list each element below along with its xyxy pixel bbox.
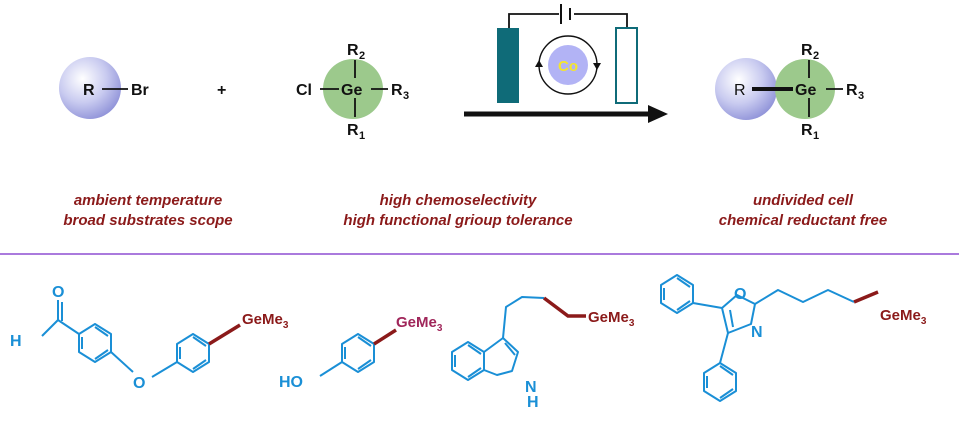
product-r2-subscript: 2 <box>813 50 819 62</box>
aldehyde-oxygen: O <box>52 284 64 301</box>
example-product-3: N H GeMe3 <box>451 296 635 411</box>
note-middle-line2: high functional grioup tolerance <box>343 212 572 229</box>
anode-electrode <box>615 27 638 104</box>
cathode-electrode <box>497 28 519 103</box>
oxazole-oxygen: O <box>734 286 746 303</box>
indole-nitrogen: N <box>525 379 537 396</box>
note-left-line2: broad substrates scope <box>63 212 232 229</box>
product-r1-subscript: 1 <box>813 130 819 142</box>
product-substrate-sphere <box>715 58 777 120</box>
reactant-aryl-bromide: R Br <box>59 57 149 119</box>
reactant-chlorogermane: Cl Ge R 2 R 3 R 1 <box>296 42 409 142</box>
gemes-label-4: GeMe3 <box>880 307 927 327</box>
example-product-1: O H O GeMe3 <box>10 284 289 392</box>
gemes-label-1: GeMe3 <box>242 311 289 331</box>
gemes-label-2: GeMe3 <box>396 314 443 334</box>
r2-subscript: 2 <box>359 50 365 62</box>
cycle-arrowhead-left <box>535 60 543 67</box>
plus-sign: + <box>217 82 226 99</box>
r1-label: R <box>347 122 359 139</box>
br-label: Br <box>131 82 149 99</box>
r1-subscript: 1 <box>359 130 365 142</box>
cycle-arrowhead-right <box>593 63 601 70</box>
cobalt-label: Co <box>558 58 578 75</box>
reaction-arrowhead <box>648 105 668 123</box>
electrochemical-cell: Co <box>497 4 638 104</box>
r-label: R <box>83 82 95 99</box>
product-r1-label: R <box>801 122 813 139</box>
ge-label: Ge <box>341 82 362 99</box>
product-r-label: R <box>734 82 746 99</box>
product-r3-subscript: 3 <box>858 90 864 102</box>
product-r3-label: R <box>846 82 858 99</box>
example-product-4: O N GeMe3 <box>660 274 927 402</box>
product-ge-label: Ge <box>795 82 816 99</box>
note-right-line1: undivided cell <box>753 192 854 209</box>
note-right-line2: chemical reductant free <box>719 212 887 229</box>
product-germane: R Ge R 2 R 3 R 1 <box>715 42 864 142</box>
product-r2-label: R <box>801 42 813 59</box>
gemes-label-3: GeMe3 <box>588 309 635 329</box>
ether-oxygen: O <box>133 375 145 392</box>
cl-label: Cl <box>296 82 312 99</box>
oxazole-nitrogen: N <box>751 324 763 341</box>
germanium-sphere <box>323 59 383 119</box>
note-left-line1: ambient temperature <box>74 192 222 209</box>
feature-notes: ambient temperature broad substrates sco… <box>63 192 887 229</box>
cobalt-catalyst <box>548 45 588 85</box>
indole-hydrogen: H <box>527 394 539 411</box>
r3-label: R <box>391 82 403 99</box>
r3-subscript: 3 <box>403 90 409 102</box>
r2-label: R <box>347 42 359 59</box>
product-germanium-sphere <box>775 59 835 119</box>
note-middle-line1: high chemoselectivity <box>380 192 537 209</box>
hydroxyl-label: HO <box>279 374 303 391</box>
example-product-2: HO GeMe3 <box>279 314 443 391</box>
aldehyde-hydrogen: H <box>10 333 22 350</box>
substrate-sphere <box>59 57 121 119</box>
